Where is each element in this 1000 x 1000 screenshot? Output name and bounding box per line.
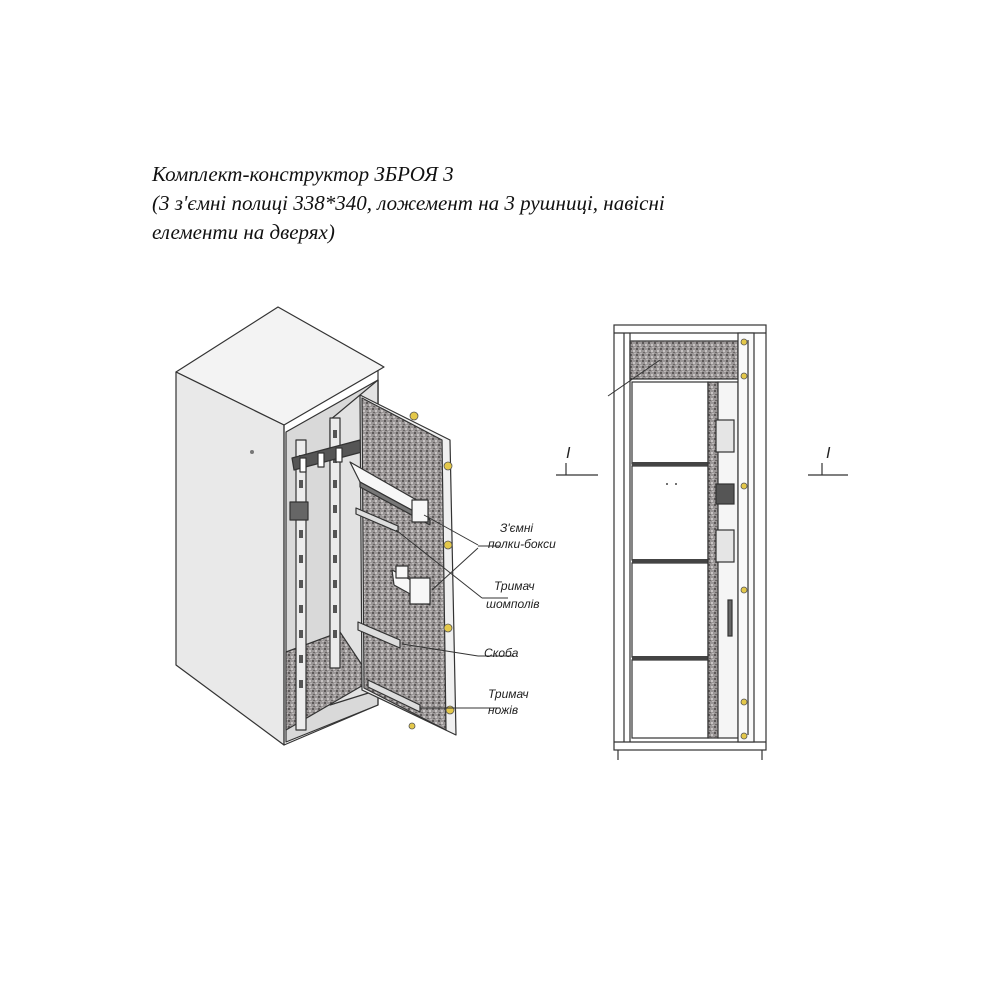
front-shelf-3 [632,656,708,660]
section-mark-left: I [566,445,571,462]
callout-rod-holder-line1: Тримач [494,579,535,593]
front-top-mat [629,340,739,380]
front-compartment-1 [631,381,709,465]
section-mark-right: I [826,445,831,462]
door-bracket [357,621,401,649]
door-knife-holder [367,679,421,713]
front-shelf-2 [632,559,708,563]
callout-knife-holder-line2: ножів [488,703,518,717]
front-shelf-1 [632,462,708,466]
front-compartment-4 [631,659,709,739]
caption-title: Комплект-конструктор ЗБРОЯ 3 [152,162,454,186]
isometric-safe-view [175,306,457,746]
front-safe-view [607,324,767,760]
callout-rod-holder-line2: шомполів [486,597,540,611]
callout-bracket: Скоба [484,646,519,660]
callout-shelves-line2: полки-бокси [488,537,556,551]
safe-left-side [175,371,285,746]
front-compartment-3 [631,562,709,658]
safe-door-panel [361,397,447,731]
callout-shelves-line1: З'ємні [500,521,533,535]
callout-knife-holder-line1: Тримач [488,687,529,701]
caption-line-2: (3 з'ємні полиці 338*340, ложемент на 3 … [152,191,665,215]
caption: Комплект-конструктор ЗБРОЯ 3 (3 з'ємні п… [152,160,852,247]
caption-line-3: елементи на дверях) [152,220,335,244]
section-marks [556,463,848,476]
front-compartment-2 [631,465,709,561]
callout-leaders [395,514,514,709]
